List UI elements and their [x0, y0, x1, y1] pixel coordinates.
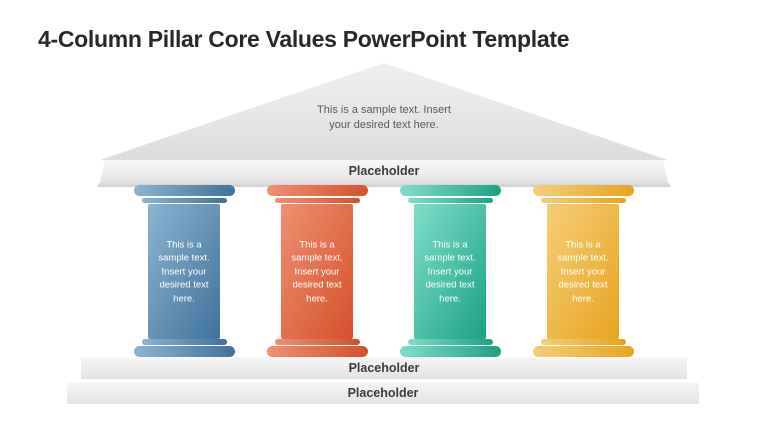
- pillar-capital: [133, 185, 235, 196]
- pillar-capital: [266, 185, 368, 196]
- pillar-text-line: This is a: [299, 238, 335, 250]
- pillar-text-line: desired text: [292, 279, 342, 291]
- pillar-text-line: This is a: [166, 238, 202, 250]
- pillar-base: [399, 346, 501, 357]
- pillar-text-placeholder[interactable]: This is a sample text. Insert your desir…: [414, 238, 486, 306]
- pillar-base: [133, 346, 235, 357]
- pillar-shaft: This is a sample text. Insert your desir…: [281, 204, 353, 339]
- pillar-capital-neck: [274, 198, 360, 203]
- pillar-base: [532, 346, 634, 357]
- pillar-capital-neck: [407, 198, 493, 203]
- pediment-text-line: your desired text here.: [329, 119, 439, 131]
- pillar-base-neck: [141, 339, 227, 345]
- pillar-capital-neck: [141, 198, 227, 203]
- pillar-text-line: here.: [306, 292, 328, 304]
- pillar-text-line: sample text.: [158, 252, 210, 264]
- pillar-text-line: desired text: [159, 279, 209, 291]
- pillar-text-line: here.: [439, 292, 461, 304]
- pillar-text-line: Insert your: [294, 265, 340, 277]
- pillar-text-placeholder[interactable]: This is a sample text. Insert your desir…: [148, 238, 220, 306]
- pediment-text-placeholder[interactable]: This is a sample text. Insert your desir…: [284, 103, 484, 133]
- pillar-capital-neck: [540, 198, 626, 203]
- pillar-2: This is a sample text. Insert your desir…: [266, 185, 368, 357]
- pillar-text-line: here.: [572, 292, 594, 304]
- pillar-base-neck: [274, 339, 360, 345]
- pillar-text-line: sample text.: [424, 252, 476, 264]
- pillar-shaft: This is a sample text. Insert your desir…: [414, 204, 486, 339]
- pillar-text-line: This is a: [432, 238, 468, 250]
- pillar-capital: [532, 185, 634, 196]
- pillar-base-neck: [540, 339, 626, 345]
- pillar-text-line: Insert your: [427, 265, 473, 277]
- pillar-shaft: This is a sample text. Insert your desir…: [148, 204, 220, 339]
- entablature-placeholder-bar[interactable]: Placeholder: [100, 160, 668, 183]
- pillar-text-line: Insert your: [560, 265, 606, 277]
- pillar-4: This is a sample text. Insert your desir…: [532, 185, 634, 357]
- platform-placeholder-bar-2[interactable]: Placeholder: [67, 382, 699, 404]
- pediment-text-line: This is a sample text. Insert: [317, 104, 451, 116]
- pillar-base-neck: [407, 339, 493, 345]
- slide-title[interactable]: 4-Column Pillar Core Values PowerPoint T…: [38, 26, 570, 52]
- pillar-text-line: here.: [173, 292, 195, 304]
- pillar-text-line: desired text: [558, 279, 608, 291]
- pillar-text-line: sample text.: [291, 252, 343, 264]
- pillar-text-line: This is a: [565, 238, 601, 250]
- pillar-text-placeholder[interactable]: This is a sample text. Insert your desir…: [547, 238, 619, 306]
- pillar-3: This is a sample text. Insert your desir…: [399, 185, 501, 357]
- pillar-text-line: Insert your: [161, 265, 207, 277]
- pillar-shaft: This is a sample text. Insert your desir…: [547, 204, 619, 339]
- pillar-text-placeholder[interactable]: This is a sample text. Insert your desir…: [281, 238, 353, 306]
- pillar-text-line: desired text: [425, 279, 475, 291]
- pillar-capital: [399, 185, 501, 196]
- entablature-cornice: [97, 183, 671, 187]
- pillar-text-line: sample text.: [557, 252, 609, 264]
- pillar-1: This is a sample text. Insert your desir…: [133, 185, 235, 357]
- platform-placeholder-bar-1[interactable]: Placeholder: [81, 357, 687, 379]
- pillar-base: [266, 346, 368, 357]
